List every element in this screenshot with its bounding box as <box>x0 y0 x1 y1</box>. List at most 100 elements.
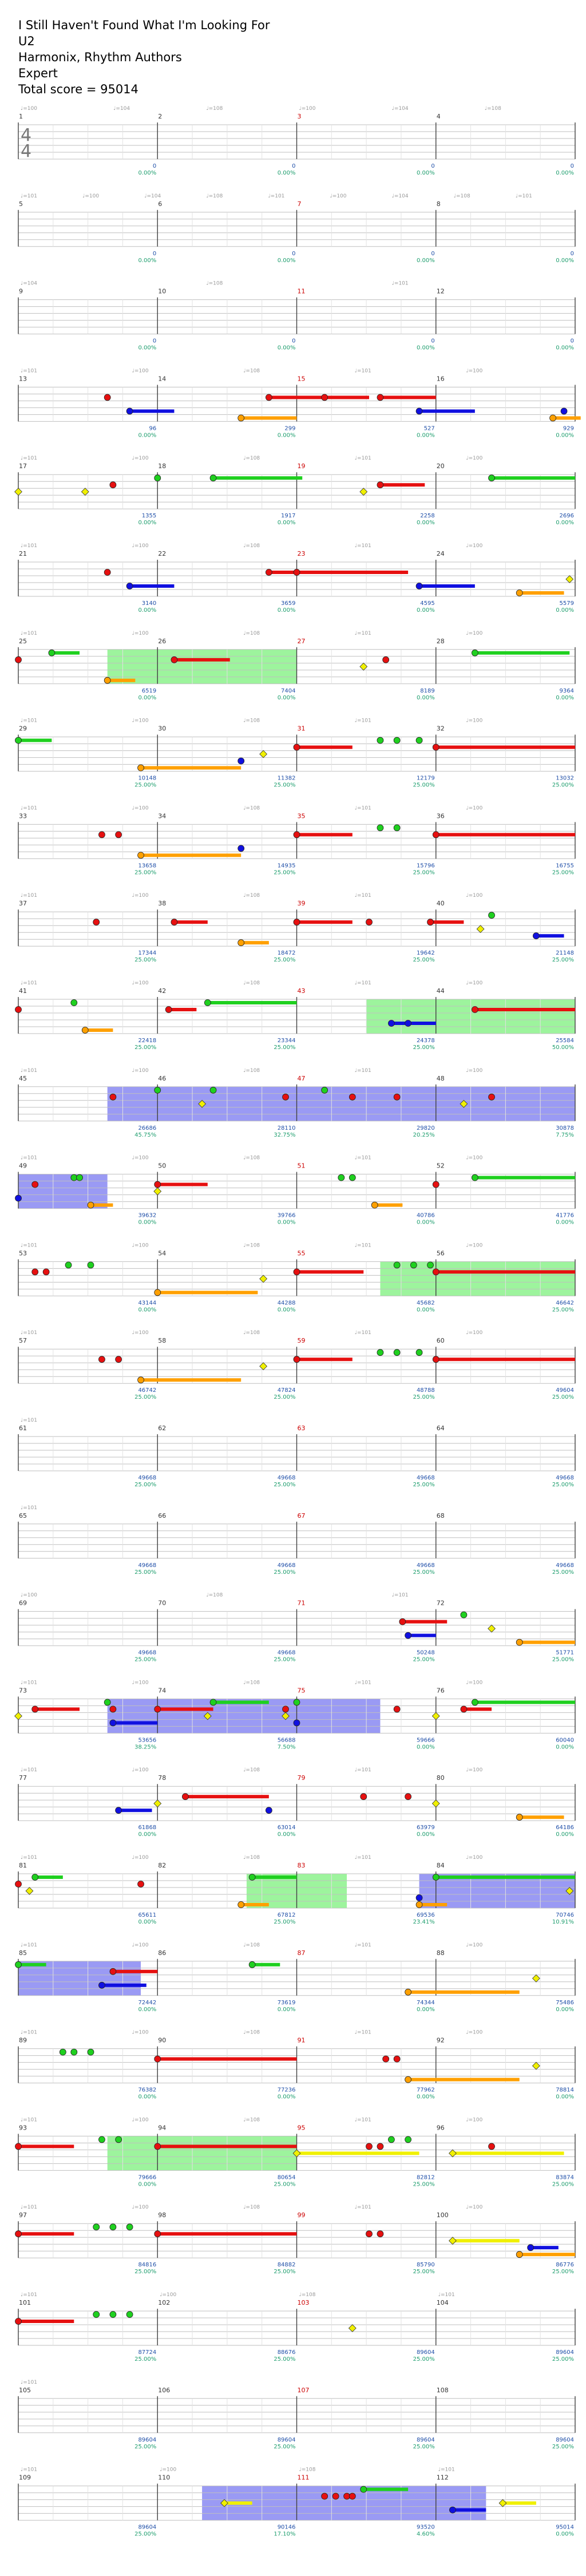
overdrive-section <box>107 1086 575 1121</box>
note-gem <box>415 1901 423 1908</box>
note-gem <box>98 2136 105 2143</box>
note-gem <box>115 1807 122 1814</box>
note-gem <box>76 1174 83 1181</box>
note-gem <box>181 1793 189 1801</box>
measure-percent: 25.00% <box>274 957 295 963</box>
measure-percent: 0.00% <box>556 607 574 614</box>
measure-percent: 0.00% <box>556 1744 574 1750</box>
tempo-marker: ♩=100 <box>132 805 149 811</box>
note-gem <box>153 1799 162 1808</box>
measure-score: 86776 <box>556 2262 574 2268</box>
note-gem <box>25 1887 34 1895</box>
measure-percent: 25.00% <box>413 869 435 876</box>
tempo-marker: ♩=101 <box>21 2380 37 2385</box>
note-gem <box>488 912 495 919</box>
measure-number: 2 <box>158 113 162 120</box>
measure-percent: 0.00% <box>417 1307 435 1313</box>
measure-number: 26 <box>158 638 166 645</box>
tempo-marker: ♩=100 <box>466 1855 482 1861</box>
tempo-marker: ♩=101 <box>21 1505 37 1511</box>
measure-score: 74344 <box>417 2000 435 2006</box>
measure-percent: 7.50% <box>278 1744 296 1750</box>
tempo-marker: ♩=101 <box>355 1243 371 1248</box>
note-gem <box>48 649 56 656</box>
note-gem <box>498 2499 507 2507</box>
measure-number: 44 <box>437 987 445 995</box>
tempo-marker: ♩=108 <box>243 1243 260 1248</box>
note-gem <box>377 2230 384 2238</box>
tempo-marker: ♩=104 <box>392 106 409 112</box>
measure-score: 72442 <box>138 2000 156 2006</box>
tempo-marker: ♩=101 <box>268 193 284 199</box>
measure-percent: 25.00% <box>413 1569 435 1576</box>
measure-percent: 25.00% <box>134 1569 156 1576</box>
measure-number: 65 <box>19 1512 27 1520</box>
measure-percent: 25.00% <box>134 2356 156 2363</box>
measure-score: 14935 <box>278 862 296 869</box>
measure-number: 50 <box>158 1162 166 1170</box>
sustain-bar <box>141 853 241 857</box>
tempo-marker: ♩=101 <box>21 1942 37 1948</box>
note-gem <box>382 656 390 663</box>
measure-percent: 0.00% <box>138 2094 156 2100</box>
measure-percent: 0.00% <box>417 607 435 614</box>
note-gem <box>87 1261 94 1269</box>
tempo-marker: ♩=108 <box>243 1942 260 1948</box>
note-gem <box>431 1799 440 1808</box>
tempo-marker: ♩=104 <box>113 106 130 112</box>
note-gem <box>259 1275 268 1283</box>
tempo-marker: ♩=101 <box>21 631 37 636</box>
note-gem <box>154 1289 161 1296</box>
note-gem <box>137 1376 144 1384</box>
measure-percent: 0.00% <box>417 1744 435 1750</box>
note-gem <box>382 2055 390 2063</box>
measure-percent: 0.00% <box>138 1307 156 1313</box>
note-gem <box>332 2492 339 2500</box>
measure-number: 81 <box>19 1862 27 1869</box>
note-gem <box>282 1706 289 1713</box>
note-gem <box>104 569 111 576</box>
note-gem <box>293 1699 300 1706</box>
measure-percent: 0.00% <box>417 1831 435 1838</box>
note-gem <box>393 824 401 832</box>
note-gem <box>377 824 384 832</box>
artist-name: U2 <box>18 34 35 48</box>
measure-percent: 0.00% <box>138 1919 156 1925</box>
sustain-bar <box>157 1291 258 1295</box>
note-gem <box>204 999 211 1006</box>
measure-number: 1 <box>19 113 23 120</box>
note-gem <box>209 1086 217 1094</box>
tempo-marker: ♩=100 <box>299 106 316 112</box>
measure-number: 94 <box>158 2124 166 2131</box>
note-gem <box>126 2223 133 2231</box>
measure-number: 32 <box>437 725 445 733</box>
measure-percent: 0.00% <box>556 345 574 351</box>
tempo-marker: ♩=101 <box>355 2117 371 2123</box>
measure-score: 0 <box>571 338 574 345</box>
tempo-marker: ♩=101 <box>355 1068 371 1074</box>
sustain-bar <box>474 1700 575 1704</box>
measure-score: 527 <box>424 425 435 432</box>
tempo-marker: ♩=108 <box>206 106 223 112</box>
measure-score: 89604 <box>278 2437 296 2443</box>
sustain-bar <box>174 658 230 662</box>
measure-score: 47824 <box>278 1387 296 1394</box>
sustain-bar <box>90 1203 113 1207</box>
sustain-bar <box>296 833 353 837</box>
measure-number: 7 <box>298 200 302 208</box>
sustain-bar <box>113 1969 158 1973</box>
measure-percent: 0.00% <box>138 170 156 176</box>
measure-score: 89604 <box>138 2524 156 2531</box>
note-gem <box>115 1356 122 1363</box>
tempo-marker: ♩=100 <box>132 1942 149 1948</box>
note-gem <box>15 1881 22 1888</box>
note-gem <box>165 1006 172 1013</box>
note-gem <box>292 2149 301 2158</box>
sustain-bar <box>435 1875 575 1879</box>
note-gem <box>137 1881 144 1888</box>
measure-number: 56 <box>437 1249 445 1257</box>
note-gem <box>366 2230 373 2238</box>
tempo-marker: ♩=101 <box>355 368 371 374</box>
tempo-marker: ♩=108 <box>243 1855 260 1861</box>
measure-score: 12179 <box>417 775 435 782</box>
